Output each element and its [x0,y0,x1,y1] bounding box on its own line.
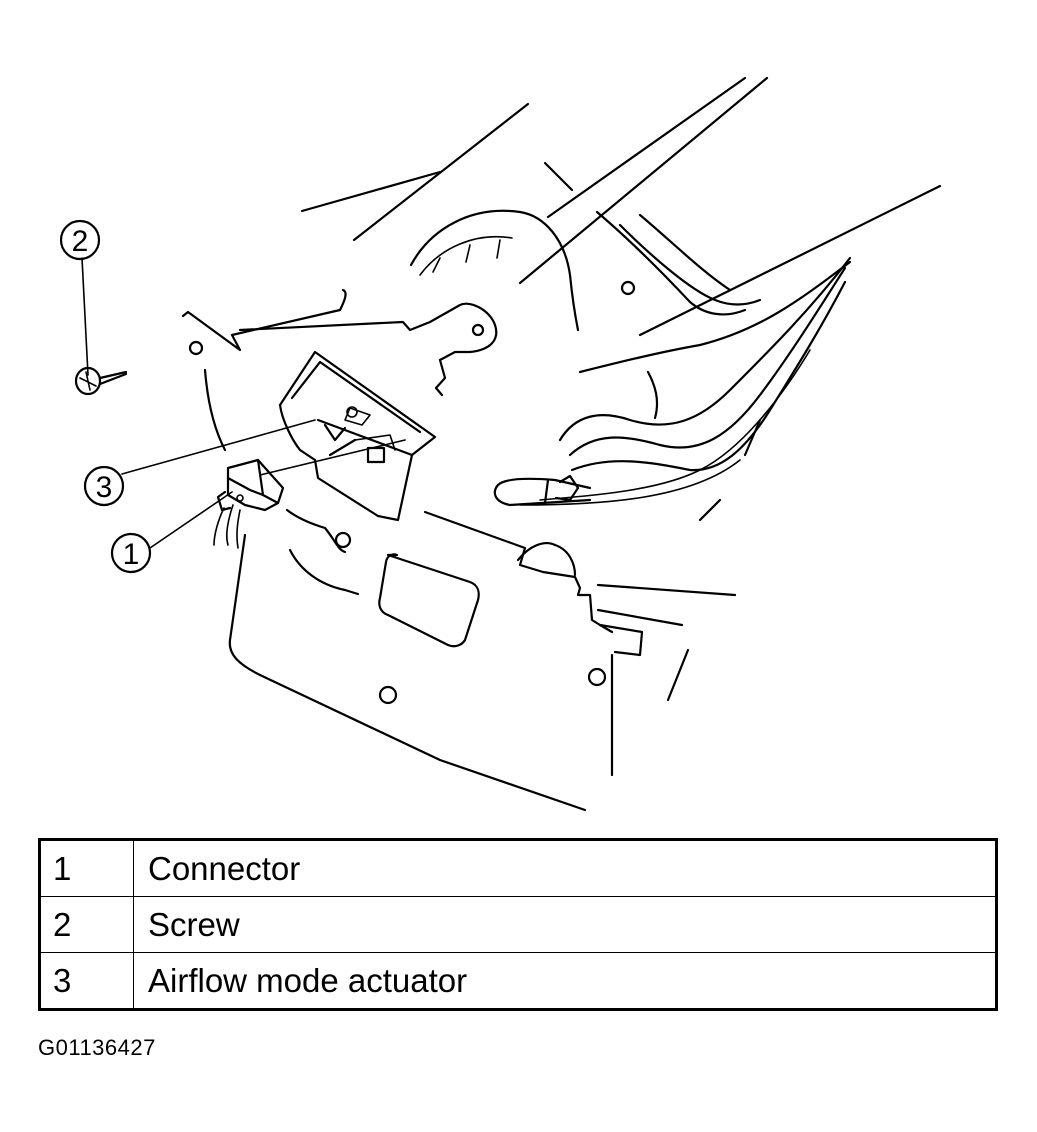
legend-label: Connector [133,839,997,897]
callout-2: 2 [59,219,101,261]
connector-shape [213,458,285,549]
legend-number: 3 [39,952,134,1010]
callout-2-number: 2 [72,225,89,258]
legend-number: 1 [39,839,134,897]
legend-number: 2 [39,896,134,953]
legend-row: 1 Connector [39,839,997,897]
leader-lines [81,257,406,549]
legend-row: 2 Screw [39,896,997,953]
callout-3-number: 3 [96,471,113,504]
figure-id: G01136427 [38,1035,156,1060]
legend-label: Screw [133,896,997,953]
airflow-mode-actuator-shape [278,350,437,522]
wiring-harness [493,256,852,522]
legend-label: Airflow mode actuator [133,952,997,1010]
legend-row: 3 Airflow mode actuator [39,952,997,1010]
screw-shape [74,366,128,396]
lower-panel [228,508,737,812]
callout-1-number: 1 [123,538,140,571]
dash-structure [300,76,942,420]
mounting-bracket [181,288,498,452]
parts-legend-table: 1 Connector 2 Screw 3 Airflow mode actua… [38,838,998,1011]
actuator-removal-illustration: 2 3 1 [59,76,942,812]
callout-1: 1 [110,532,152,574]
callout-3: 3 [83,465,125,507]
